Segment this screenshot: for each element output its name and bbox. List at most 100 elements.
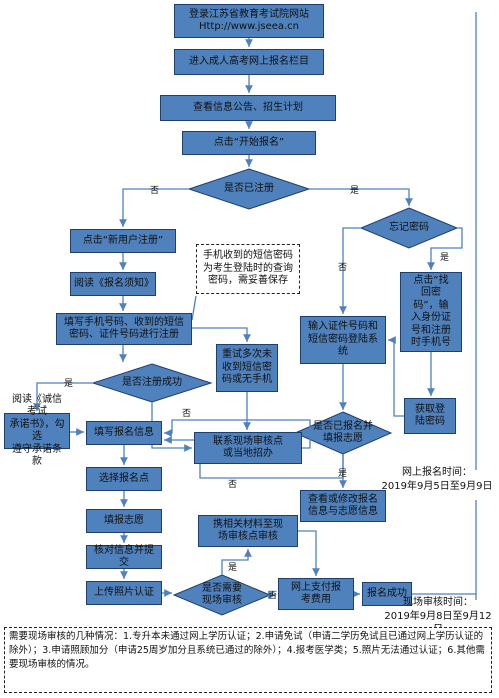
enter-line: 进入成人高考网上报名栏目 bbox=[189, 55, 309, 67]
start-line: 点击“开始报名” bbox=[213, 136, 285, 148]
inputid-line: 输入证件号码和 bbox=[308, 321, 378, 333]
inputid-node: 输入证件号码和短信密码登陆系统 bbox=[300, 316, 386, 364]
readpromise-line: 承诺书》，勾选 bbox=[9, 418, 65, 443]
findpwd-line: 号和注册 bbox=[411, 324, 451, 336]
fillphone-line: 填写手机号码、收到的短信 bbox=[64, 316, 184, 328]
retry-label: 重试多次未收到短信密码或无手机 bbox=[222, 349, 272, 387]
payonline-line: 考费用 bbox=[301, 594, 331, 605]
fillphone-node: 填写手机号码、收到的短信密码、证件号码进行注册 bbox=[56, 313, 192, 345]
contact-label: 联系现场审核点或当地招办 bbox=[213, 436, 283, 461]
view-node: 查看信息公告、招生计划 bbox=[160, 95, 336, 121]
edge-label-forgot-yes: 是 bbox=[440, 253, 450, 263]
needcheck-line: 是否需要 bbox=[202, 583, 242, 594]
edge-label-filled-yes: 是 bbox=[338, 469, 348, 479]
modify-label: 查看或修改报名信息与志愿信息 bbox=[308, 494, 378, 519]
inputid-line: 统 bbox=[338, 346, 348, 358]
upload-node: 上传照片认证 bbox=[86, 581, 162, 605]
retry-line: 码或无手机 bbox=[222, 374, 272, 386]
filledwish-label: 是否已报名并填报志愿 bbox=[313, 421, 373, 445]
contact-node: 联系现场审核点或当地招办 bbox=[194, 432, 302, 464]
payonline-line: 网上支付报 bbox=[291, 581, 341, 593]
fillphone-line: 密码、证件号码进行注册 bbox=[69, 329, 179, 340]
edge-sms-note-pointer bbox=[191, 295, 197, 321]
retry-node: 重试多次未收到短信密码或无手机 bbox=[216, 344, 278, 392]
edge-label-filled-no: 否 bbox=[228, 480, 238, 490]
bringdocs-node: 携相关材料至现场审核点审核 bbox=[198, 515, 298, 547]
regok-label: 是否注册成功 bbox=[122, 377, 182, 389]
fillwish-label: 填报志愿 bbox=[104, 515, 144, 528]
findpwd-line: 回密 bbox=[421, 287, 441, 298]
readpromise-node: 阅读《诚信考试承诺书》，勾选遵守承诺条款 bbox=[4, 394, 70, 467]
findpwd-label: 点击“找回密码”，输入身份证号和注册时手机号 bbox=[411, 275, 451, 350]
sms_note-label: 手机收到的短信密码为考生登陆时的查询密码，需妥善保存 bbox=[203, 250, 293, 288]
edge-label-registered-no: 否 bbox=[150, 186, 160, 196]
sms_note-line: 手机收到的短信密码 bbox=[203, 250, 293, 262]
edge-label-regok-no: 否 bbox=[182, 409, 192, 419]
success-label: 报名成功 bbox=[367, 588, 407, 601]
upload-line: 上传照片认证 bbox=[94, 586, 154, 598]
edge-label-regok-yes: 是 bbox=[64, 379, 74, 389]
verify-label: 核对信息并提交 bbox=[90, 545, 158, 570]
newuser-line: 点击“新用户注册” bbox=[82, 234, 164, 246]
bringdocs-line: 场审核点审核 bbox=[218, 531, 278, 542]
getpwd-label: 获取登陆密码 bbox=[415, 404, 445, 429]
filledwish-line: 填报志愿 bbox=[323, 433, 363, 444]
contact-line: 或当地招办 bbox=[223, 448, 273, 459]
forgot-decision: 忘记密码 bbox=[374, 216, 444, 240]
needcheck-label: 是否需要现场审核 bbox=[202, 583, 242, 607]
findpwd-node: 点击“找回密码”，输入身份证号和注册时手机号 bbox=[400, 272, 462, 352]
findpwd-line: 码”，输 bbox=[413, 299, 449, 311]
login-line: 登录江苏省教育考试院网站 bbox=[189, 8, 309, 20]
view-line: 查看信息公告、招生计划 bbox=[193, 101, 303, 113]
modify-line: 信息与志愿信息 bbox=[308, 506, 378, 517]
getpwd-node: 获取登陆密码 bbox=[404, 398, 456, 434]
enter-label: 进入成人高考网上报名栏目 bbox=[189, 56, 309, 69]
needcheck-line: 现场审核 bbox=[202, 595, 242, 606]
readnotice-line: 阅读《报名须知》 bbox=[74, 277, 154, 289]
registered-line: 是否已注册 bbox=[224, 183, 274, 194]
choosesite-label: 选择报名点 bbox=[99, 473, 149, 486]
choosesite-line: 选择报名点 bbox=[99, 472, 149, 484]
retry-line: 收到短信密 bbox=[222, 361, 272, 373]
view-label: 查看信息公告、招生计划 bbox=[193, 102, 303, 115]
modify-line: 查看或修改报名 bbox=[308, 493, 378, 505]
success-node: 报名成功 bbox=[362, 582, 412, 606]
modify-node: 查看或修改报名信息与志愿信息 bbox=[300, 490, 386, 522]
retry-line: 重试多次未 bbox=[222, 349, 272, 361]
fillwish-node: 填报志愿 bbox=[86, 509, 162, 533]
edge-label-registered-yes: 是 bbox=[350, 186, 360, 196]
edge-label-need-yes: 是 bbox=[228, 563, 238, 573]
fillinfo-label: 填写报名信息 bbox=[94, 427, 154, 440]
readpromise-line: 阅读《诚信考试 bbox=[12, 393, 62, 418]
onsite-time-title: 现场审核时间： bbox=[403, 597, 473, 608]
payonline-label: 网上支付报考费用 bbox=[291, 582, 341, 607]
fillwish-line: 填报志愿 bbox=[104, 514, 144, 526]
findpwd-line: 点击“找 bbox=[413, 274, 449, 286]
fillphone-label: 填写手机号码、收到的短信密码、证件号码进行注册 bbox=[64, 317, 184, 342]
success-line: 报名成功 bbox=[367, 587, 407, 599]
online-time-range: 2019年9月5日至9月9日 bbox=[381, 480, 493, 492]
findpwd-line: 入身份证 bbox=[411, 312, 451, 323]
sms-note-node: 手机收到的短信密码为考生登陆时的查询密码，需妥善保存 bbox=[196, 244, 300, 294]
inputid-label: 输入证件号码和短信密码登陆系统 bbox=[308, 321, 378, 359]
forgot-label: 忘记密码 bbox=[389, 222, 429, 234]
edge-label-need-no: 否 bbox=[268, 591, 278, 601]
readpromise-label: 阅读《诚信考试承诺书》，勾选遵守承诺条款 bbox=[8, 394, 66, 469]
contact-line: 联系现场审核点 bbox=[213, 435, 283, 447]
registered-label: 是否已注册 bbox=[224, 183, 274, 195]
getpwd-line: 陆密码 bbox=[415, 416, 445, 427]
onsite-review-note: 需要现场审核的几种情况：1.专升本未通过网上学历认证；2.申请免试（申请二学历免… bbox=[4, 627, 492, 693]
readnotice-node: 阅读《报名须知》 bbox=[70, 272, 156, 296]
start-label: 点击“开始报名” bbox=[214, 137, 284, 150]
start-node: 点击“开始报名” bbox=[182, 131, 316, 155]
forgot-line: 忘记密码 bbox=[389, 222, 429, 233]
registered-decision: 是否已注册 bbox=[204, 177, 294, 201]
getpwd-line: 获取登 bbox=[415, 403, 445, 415]
payonline-node: 网上支付报考费用 bbox=[278, 578, 354, 610]
choosesite-node: 选择报名点 bbox=[86, 467, 162, 491]
online-time-text: 网上报名时间： 2019年9月5日至9月9日 bbox=[378, 466, 496, 493]
edge-bringdocs-pay bbox=[298, 530, 320, 576]
filledwish-line: 是否已报名并 bbox=[313, 421, 373, 432]
